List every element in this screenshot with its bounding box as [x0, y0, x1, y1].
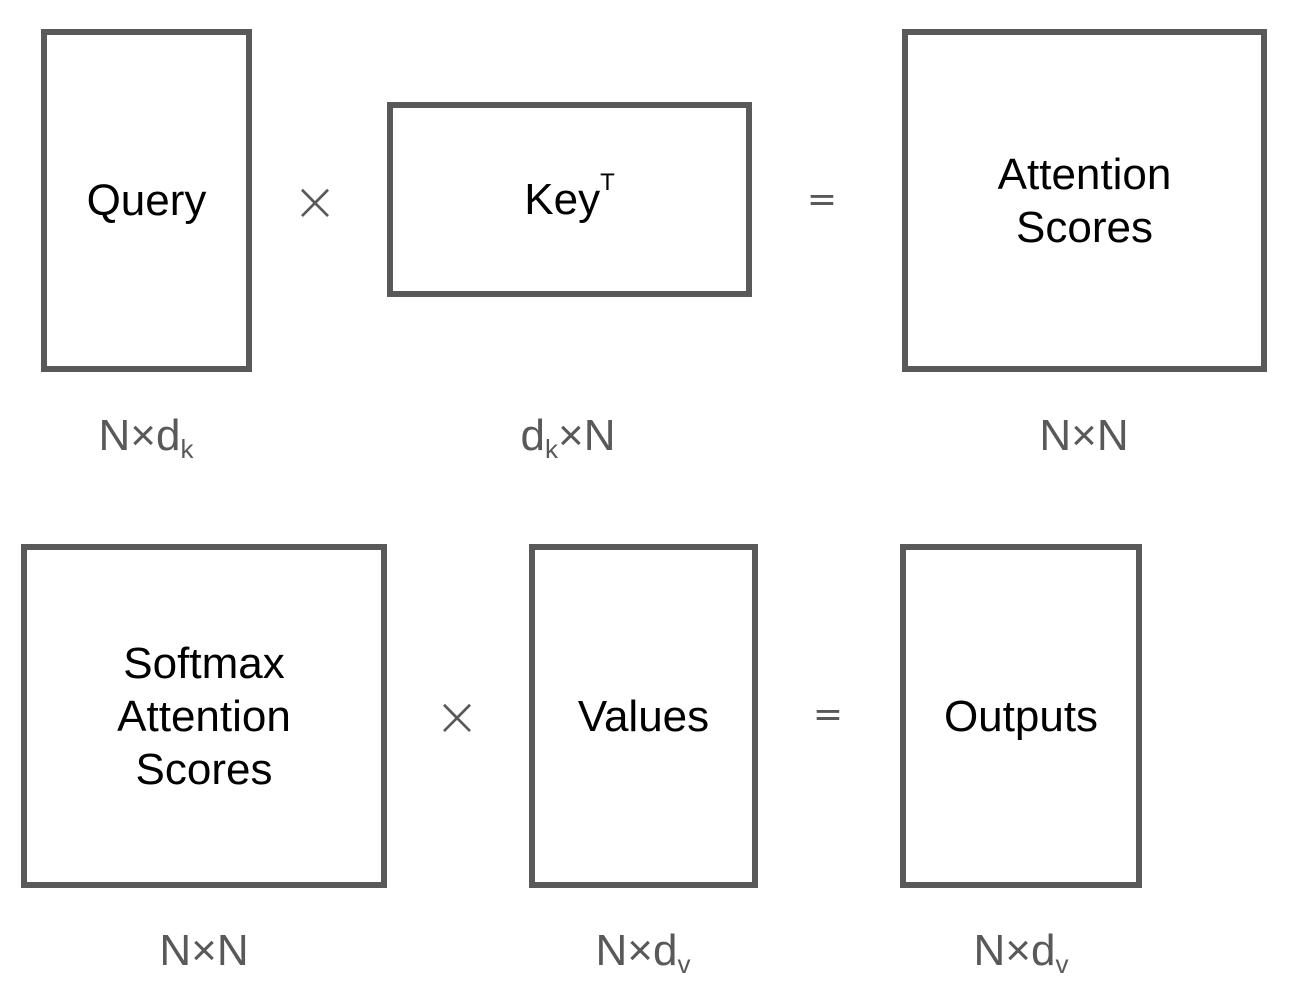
query-dimension-main: N×d	[98, 411, 181, 460]
query-label: Query	[86, 176, 207, 225]
values-dimension-main: N×d	[595, 926, 678, 975]
query-dimension: N×dk	[46, 411, 246, 463]
attention-scores-matrix: Attention Scores	[902, 29, 1267, 372]
softmax-scores-dimension: N×N	[159, 926, 249, 975]
multiply-operator: ×	[292, 170, 338, 233]
multiply-operator-2: ×	[434, 685, 480, 748]
outputs-dimension-sub: v	[1055, 949, 1069, 979]
values-label: Values	[577, 691, 710, 741]
values-matrix: Values	[529, 544, 758, 888]
softmax-attention-scores-matrix: Softmax Attention Scores	[21, 544, 387, 888]
transpose-superscript: T	[600, 169, 615, 196]
outputs-matrix: Outputs	[900, 544, 1142, 888]
values-dimension: N×dv	[543, 926, 743, 978]
attention-scores-dimension: N×N	[1039, 411, 1129, 460]
outputs-dimension: N×dv	[921, 926, 1121, 978]
key-dimension-post: ×N	[558, 411, 616, 460]
outputs-dimension-main: N×d	[973, 926, 1056, 975]
key-label: Key	[524, 175, 601, 224]
key-transpose-label: KeyT	[524, 171, 615, 226]
key-transpose-matrix: KeyT	[387, 102, 752, 297]
query-matrix: Query	[41, 29, 252, 372]
softmax-attention-scores-label: Softmax Attention Scores	[117, 638, 291, 794]
key-dimension-sub: k	[545, 434, 558, 464]
query-dimension-sub: k	[180, 434, 194, 464]
values-dimension-sub: v	[677, 949, 691, 979]
equals-operator-2: =	[812, 694, 844, 735]
outputs-label: Outputs	[943, 691, 1099, 741]
key-dimension-pre: d	[520, 411, 545, 460]
equals-operator: =	[806, 179, 838, 220]
attention-scores-label: Attention Scores	[997, 149, 1172, 252]
key-transpose-dimension: dk×N	[468, 411, 668, 463]
